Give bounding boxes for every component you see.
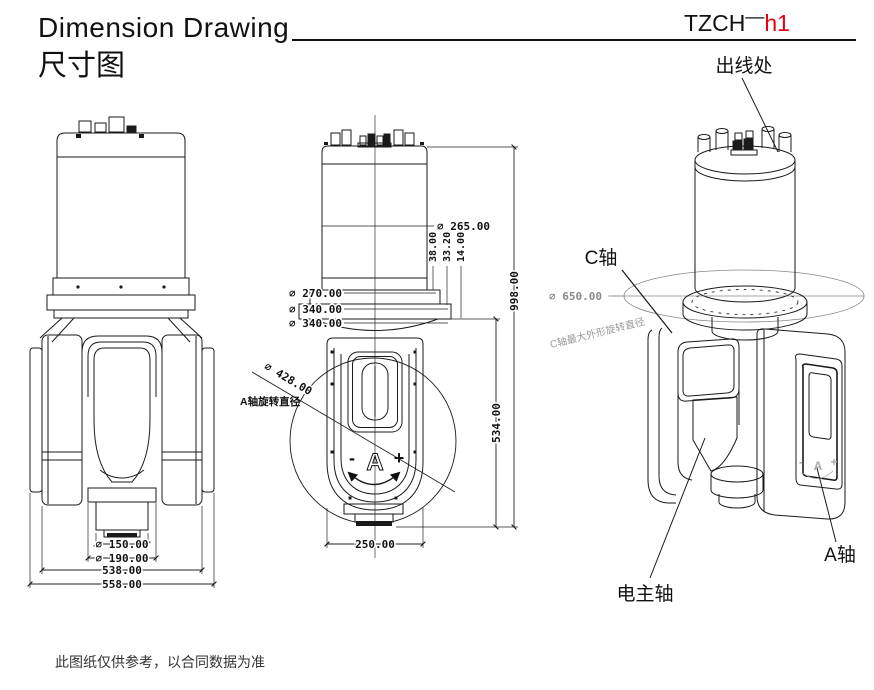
dim-body-diameter-label: ∅ 265.00: [437, 220, 490, 233]
page-title-chinese: 尺寸图: [38, 50, 126, 82]
c-rotation-note-label: C轴最大外形旋转直径: [549, 315, 646, 351]
iso-view: - A +: [612, 126, 865, 520]
page-title: Dimension Drawing: [38, 12, 290, 43]
model-separator: —: [745, 7, 765, 28]
a-rotation-note-label: A轴旋转直径: [240, 395, 301, 408]
dim-flange-dia-bottom-label: ∅ 340.00: [289, 317, 342, 330]
iso-a-plus-mark: +: [830, 455, 837, 469]
dim-c-rotation-diameter-label: ∅ 650.00: [549, 290, 602, 303]
side-view: - A +: [289, 115, 457, 558]
dim-flange-thickness-2-label: 33.20: [442, 232, 453, 262]
dim-nose-plate-diameter-label: ∅ 190.00: [96, 552, 149, 565]
dim-flange-thickness-3-label: 14.00: [456, 232, 467, 262]
a-axis-letter-mark: A: [366, 449, 383, 476]
dim-inner-width-label: 538.00: [102, 564, 142, 577]
dim-overall-height-label: 998.00: [508, 271, 521, 311]
model-code: TZCH—h1: [684, 7, 790, 37]
dim-a-rotation-diameter-label: ∅ 428.00: [262, 360, 314, 398]
model-suffix: h1: [764, 10, 790, 36]
a-axis-label: A轴: [824, 544, 856, 566]
side-view-dimensions: ∅ 265.00 ∅ 270.00 ∅ 340.00 ∅ 340.00 38.0…: [240, 144, 523, 553]
iso-view-labels: 出线处 C轴 ∅ 650.00 C轴最大外形旋转直径 电主轴 A轴: [548, 55, 856, 605]
iso-a-letter-mark: A: [814, 459, 823, 473]
dim-flange-dia-mid-label: ∅ 340.00: [289, 303, 342, 316]
title-underline: [292, 39, 856, 41]
dim-housing-width-label: 250.00: [355, 538, 395, 551]
front-view: [29, 116, 215, 538]
dim-flange-dia-top-label: ∅ 270.00: [289, 287, 342, 300]
front-view-dimensions: ∅ 150.00 ∅ 190.00 538.00 558.00: [27, 493, 217, 593]
c-axis-label: C轴: [585, 247, 618, 269]
a-axis-plus-mark: +: [394, 448, 405, 468]
iso-a-minus-mark: -: [799, 455, 803, 469]
dim-flange-thickness-1-label: 38.00: [428, 232, 439, 262]
dim-lower-height-label: 534.00: [490, 403, 503, 443]
dim-overall-width-label: 558.00: [102, 578, 142, 591]
a-axis-minus-mark: -: [349, 448, 355, 468]
reference-note: 此图纸仅供参考，以合同数据为准: [55, 654, 265, 670]
model-prefix: TZCH: [684, 10, 746, 36]
wire-outlet-label: 出线处: [715, 55, 772, 77]
spindle-label: 电主轴: [616, 583, 673, 605]
dim-spindle-diameter-label: ∅ 150.00: [96, 538, 149, 551]
